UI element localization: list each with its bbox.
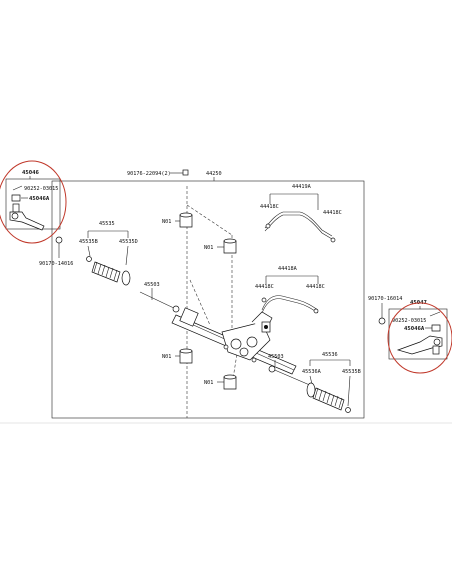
hydraulic-pipe-upper xyxy=(264,211,333,237)
inner-tie-rod-right xyxy=(269,367,313,387)
label-top-hardware: 90176-22094(2) xyxy=(127,171,171,177)
assembly-frame xyxy=(51,180,365,419)
rubber-boot-right-icon xyxy=(312,387,345,411)
label-assembly: 44250 xyxy=(206,171,222,177)
label-nut-3: N01 xyxy=(162,354,171,360)
label-boot-kit-left: 45535 xyxy=(99,221,115,227)
label-clamp-right-b: 45535B xyxy=(342,369,361,375)
label-pin-left: 90252-03015 xyxy=(24,186,58,192)
dashed-guide xyxy=(186,204,233,236)
fitting-icon xyxy=(313,308,319,314)
label-end-left-a: 45046A xyxy=(29,196,50,202)
boot-clamp-large-icon xyxy=(306,382,316,398)
label-clamp-left-a: 45535B xyxy=(79,239,98,245)
label-end-right-a: 45046A xyxy=(404,326,425,332)
label-clamp-right-a: 45536A xyxy=(302,369,322,375)
boot-clamp-large-icon xyxy=(121,270,131,286)
label-tie-rod-left: 45503 xyxy=(144,282,160,288)
rack-housing xyxy=(171,307,297,375)
tie-rod-end-right-icon xyxy=(396,335,443,355)
highlight-right xyxy=(387,302,452,374)
boot-clamp-small-icon xyxy=(86,256,92,262)
label-tie-rod-end-left: 45046 xyxy=(22,170,39,176)
label-clamp-left-b: 45535D xyxy=(119,239,138,245)
label-line-set-lower: 44418A xyxy=(278,266,298,272)
cotter-pin-icon xyxy=(429,311,441,317)
label-locknut-left: 90170-14016 xyxy=(39,261,73,267)
label-boot-kit-right: 45536 xyxy=(322,352,338,358)
fitting-icon xyxy=(261,297,267,303)
lock-nut-left-icon xyxy=(55,236,63,244)
label-line-lower-left: 44418C xyxy=(255,284,274,290)
bolt-icon xyxy=(182,169,189,176)
lock-nut-right-icon xyxy=(378,317,386,325)
label-nut-1: N01 xyxy=(162,219,171,225)
boot-clamp-small-icon xyxy=(345,407,351,413)
label-nut-2: N01 xyxy=(204,245,213,251)
inner-tie-rod-left xyxy=(139,291,179,311)
castle-nut-icon xyxy=(431,324,441,332)
label-line-set-upper: 44419A xyxy=(292,184,312,190)
rubber-boot-left-icon xyxy=(91,261,121,283)
hydraulic-pipe-lower-inner xyxy=(261,298,319,314)
label-pin-right: 90252-03015 xyxy=(392,318,426,324)
hydraulic-pipe-lower xyxy=(261,295,319,311)
fitting-icon xyxy=(265,223,271,229)
label-nut-4: N01 xyxy=(204,380,213,386)
tie-rod-end-left-icon xyxy=(9,203,45,231)
tie-rod-end-left-box xyxy=(5,178,61,230)
tie-rod-end-right-box xyxy=(388,308,448,360)
highlight-left xyxy=(0,160,67,244)
label-line-upper-right: 44418C xyxy=(323,210,342,216)
castle-nut-icon xyxy=(11,194,21,202)
hydraulic-pipe-upper-inner xyxy=(264,214,333,240)
label-line-upper-left: 44418C xyxy=(260,204,279,210)
label-line-lower-right: 44418C xyxy=(306,284,325,290)
cotter-pin-icon xyxy=(12,185,23,191)
label-locknut-right: 90170-16014 xyxy=(368,296,402,302)
dashed-guide xyxy=(189,279,211,326)
label-tie-rod-right: 45503 xyxy=(268,354,284,360)
fitting-icon xyxy=(330,237,336,243)
